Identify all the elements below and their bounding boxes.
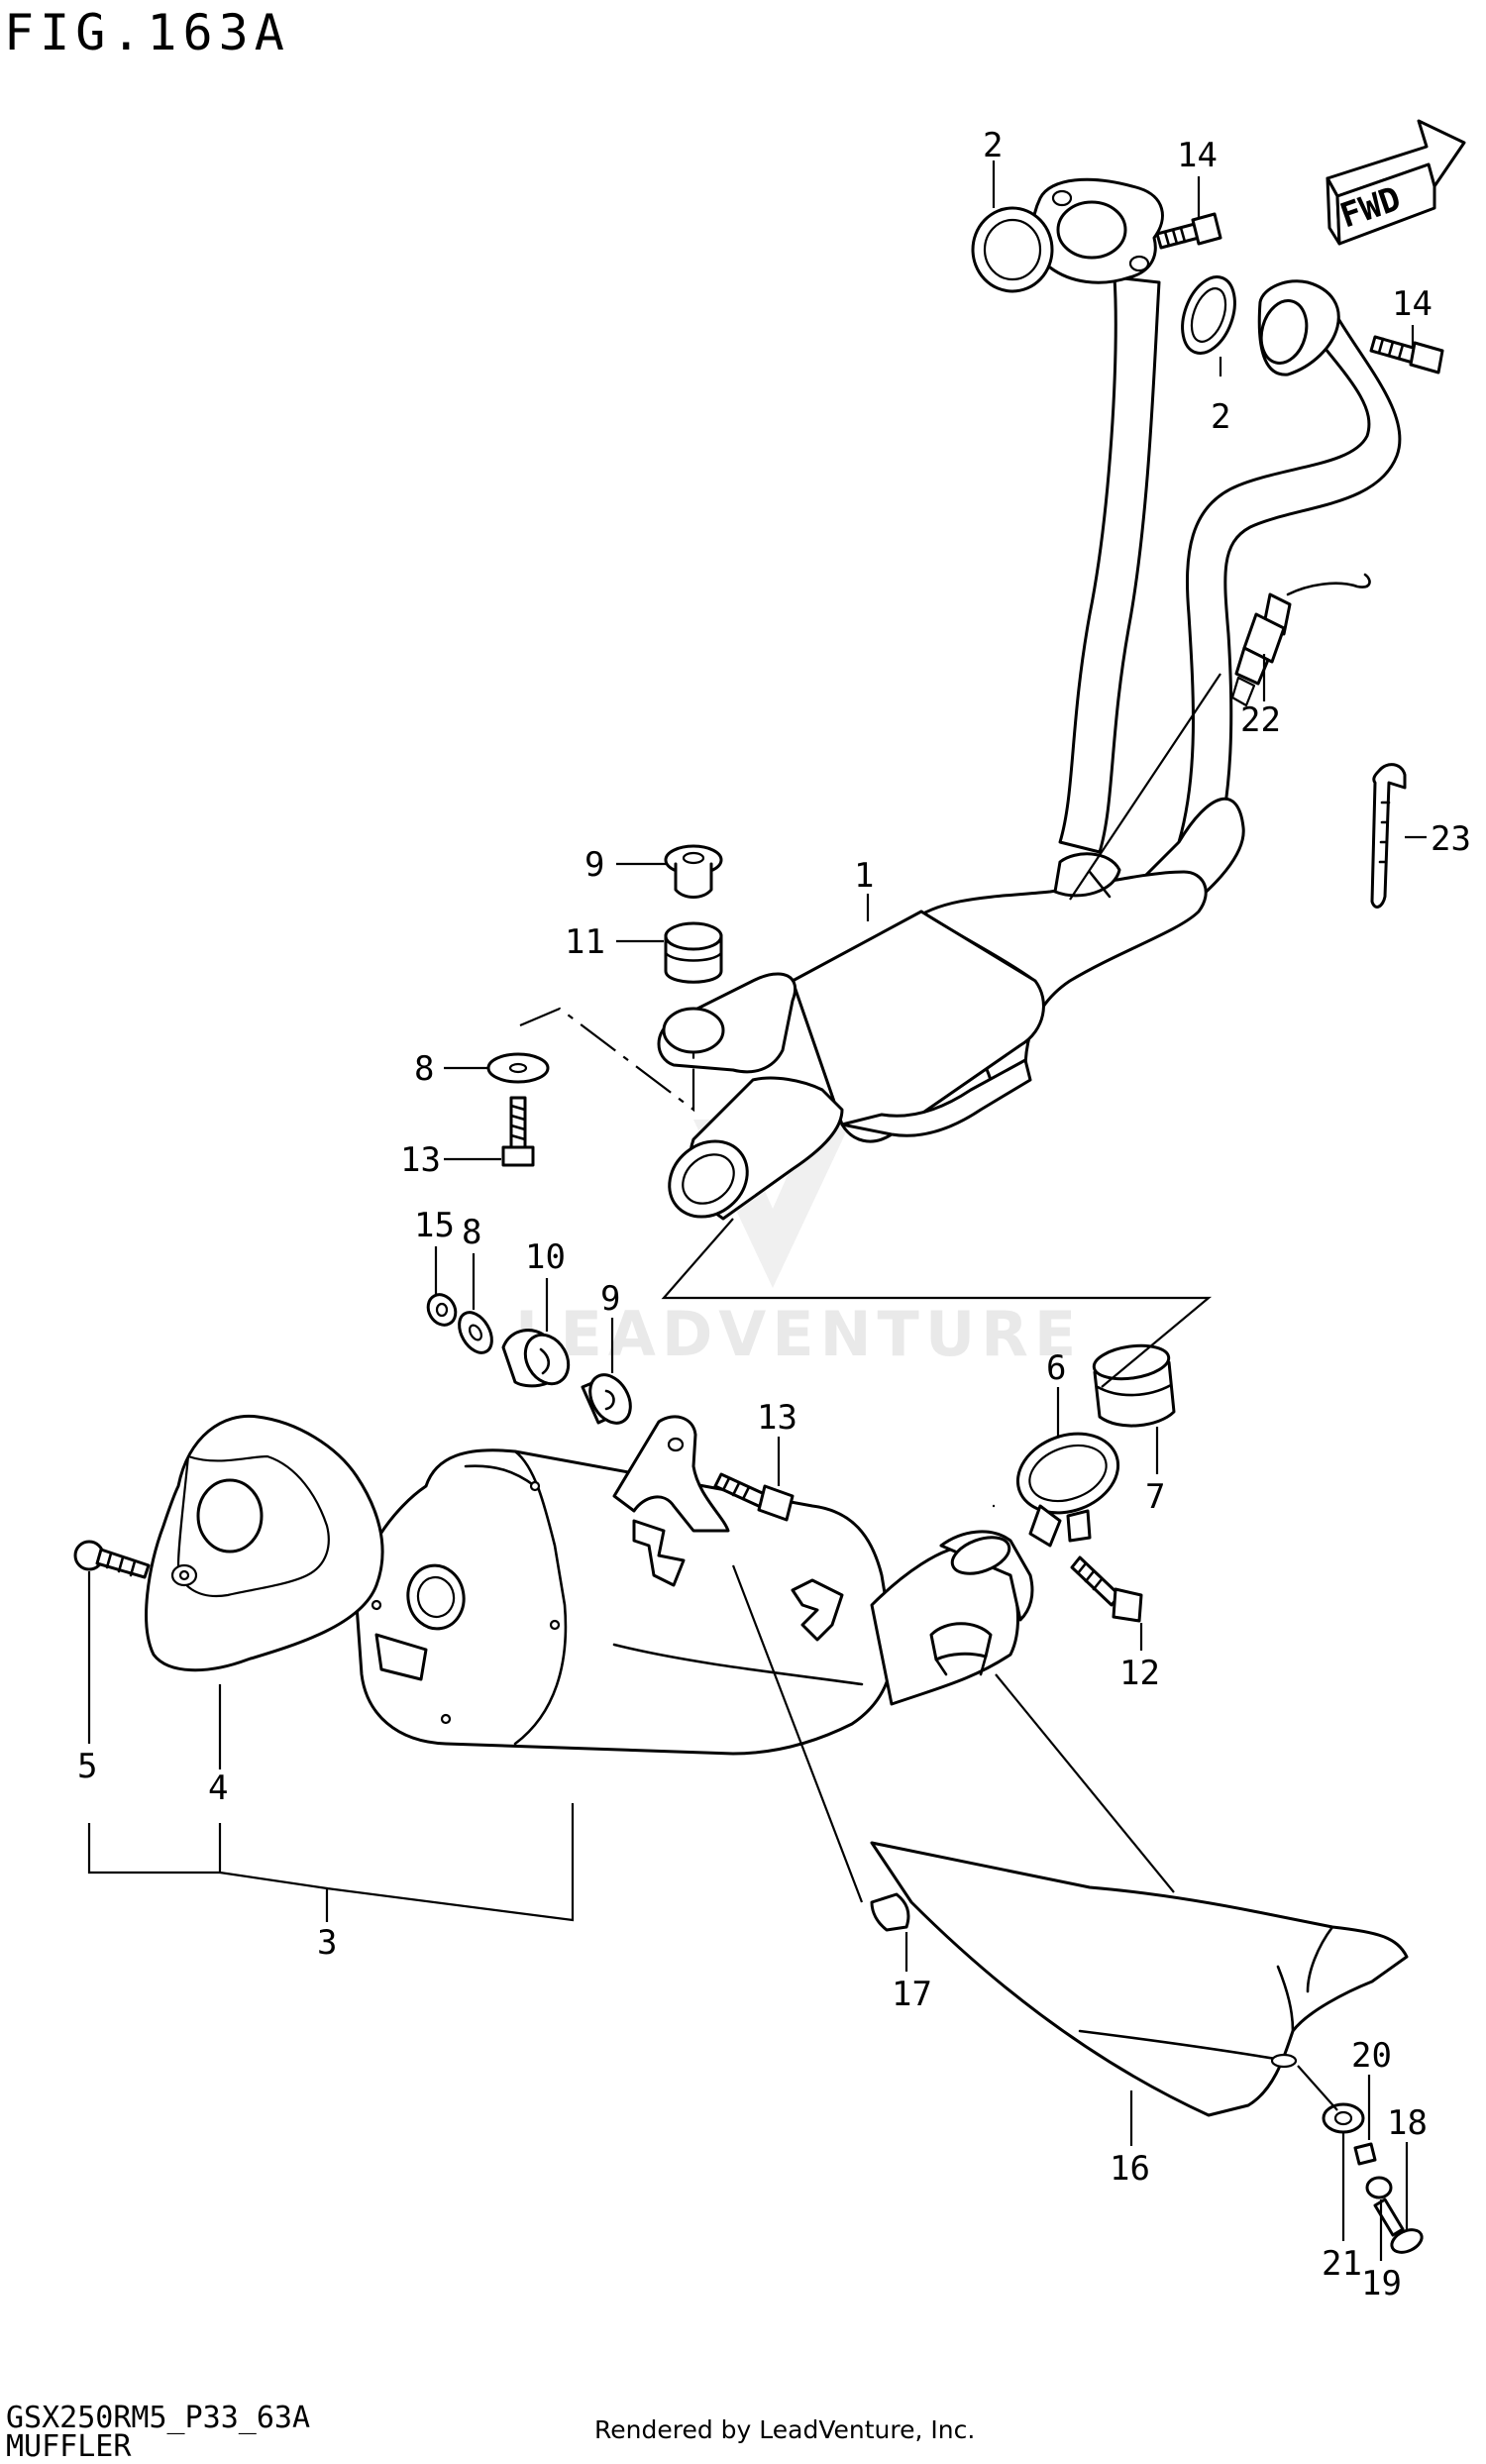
mounting-bolt-upper[interactable] [501, 1096, 535, 1167]
washer-upper[interactable] [486, 1052, 550, 1084]
render-credit: Rendered by LeadVenture, Inc. [594, 2415, 976, 2444]
callout-6: 6 [1046, 1348, 1066, 1388]
cushion-upper[interactable] [664, 921, 723, 984]
protector-screw[interactable] [1373, 2197, 1426, 2257]
section-name: MUFFLER [6, 2429, 132, 2464]
callout-9-lower: 9 [600, 1279, 620, 1319]
callout-3: 3 [317, 1923, 337, 1963]
muffler-clamp[interactable] [1007, 1421, 1129, 1548]
callout-5: 5 [77, 1747, 97, 1786]
muffler-body[interactable] [355, 1415, 1034, 1756]
callout-21: 21 [1322, 2244, 1362, 2284]
callout-15: 15 [414, 1206, 455, 1245]
grommet[interactable] [1322, 2102, 1365, 2134]
callout-13-lower: 13 [757, 1398, 797, 1438]
leader-lines [87, 161, 1427, 2261]
callout-17: 17 [892, 1975, 932, 2014]
callout-12: 12 [1119, 1654, 1160, 1693]
pipe-bolt-upper[interactable] [1155, 212, 1222, 250]
callout-19: 19 [1361, 2264, 1402, 2303]
oxygen-sensor[interactable] [1230, 573, 1371, 707]
callout-20: 20 [1351, 2036, 1392, 2076]
callout-2-upper: 2 [983, 126, 1003, 165]
washer-lower[interactable] [453, 1307, 498, 1358]
bushing-lower[interactable] [581, 1367, 638, 1430]
cover-screw[interactable] [73, 1540, 151, 1579]
callout-18: 18 [1387, 2103, 1428, 2143]
callout-7: 7 [1145, 1477, 1165, 1517]
exhaust-pipe-assembly[interactable] [654, 177, 1402, 1232]
protector-cushion[interactable] [870, 1892, 910, 1932]
callout-22: 22 [1240, 700, 1281, 740]
protector-washer[interactable] [1365, 2176, 1393, 2199]
watermark-text: LEADVENTURE [515, 1298, 1082, 1370]
callout-8-upper: 8 [414, 1049, 434, 1089]
callout-23: 23 [1431, 819, 1471, 859]
exhaust-gasket-upper[interactable] [971, 206, 1054, 293]
callout-9-upper: 9 [584, 845, 604, 885]
cable-clamp[interactable] [1370, 763, 1407, 909]
mounting-bolt-lower[interactable] [713, 1472, 795, 1522]
bushing-upper[interactable] [664, 844, 723, 899]
callout-11: 11 [565, 922, 605, 962]
muffler-end-cover[interactable] [145, 1414, 384, 1672]
muffler-protector[interactable] [870, 1841, 1409, 2117]
callout-14-lower: 14 [1392, 284, 1433, 324]
cushion-lower[interactable] [501, 1327, 577, 1391]
model-code: GSX250RM5_P33_63A [6, 2401, 311, 2435]
callout-10: 10 [525, 1237, 566, 1277]
clamp-bolt[interactable] [1070, 1555, 1143, 1623]
callout-8-lower: 8 [462, 1213, 481, 1252]
callout-1: 1 [854, 856, 874, 896]
callout-14-upper: 14 [1177, 136, 1218, 175]
figure-title: FIG.163A [4, 4, 290, 61]
callout-labels: 1 2 2 14 14 22 23 9 11 8 13 15 8 10 9 13… [77, 126, 1471, 2303]
exhaust-gasket-lower[interactable] [1173, 269, 1244, 361]
fwd-arrow-icon[interactable]: FWD [1326, 119, 1466, 246]
nut[interactable] [423, 1290, 462, 1331]
pipe-bolt-lower[interactable] [1369, 335, 1444, 375]
spacer[interactable] [1353, 2142, 1377, 2166]
callout-13-upper: 13 [400, 1140, 441, 1180]
callout-2-lower: 2 [1211, 397, 1230, 437]
callout-4: 4 [208, 1768, 228, 1808]
callout-16: 16 [1110, 2149, 1150, 2189]
